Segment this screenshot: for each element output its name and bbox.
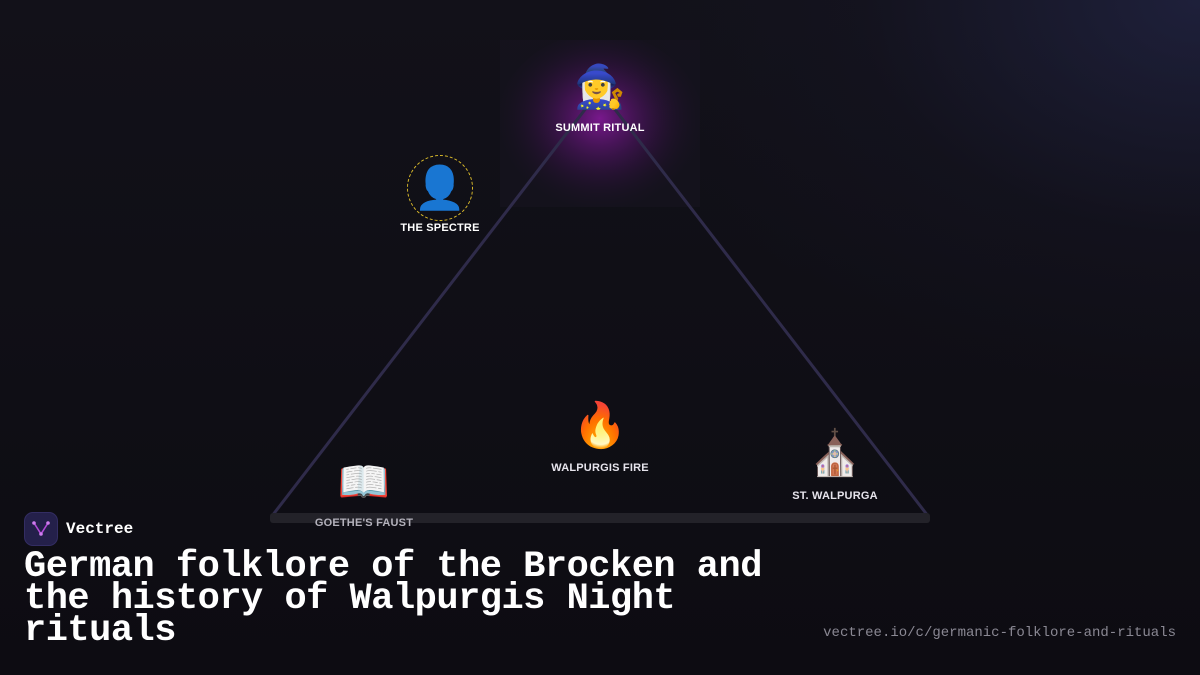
brand-name: Vectree <box>66 520 134 538</box>
fire-icon: 🔥 <box>572 401 628 450</box>
page-url: vectree.io/c/germanic-folklore-and-ritua… <box>823 625 1176 641</box>
pyramid-base <box>270 513 930 523</box>
open-book-icon: 📖 <box>337 458 391 505</box>
st-walpurga-node: ⛪ ST. WALPURGA <box>755 429 915 503</box>
goethes-faust-label: GOETHE'S FAUST <box>314 517 414 529</box>
church-icon: ⛪ <box>807 429 863 478</box>
walpurgis-fire-node: 🔥 WALPURGIS FIRE <box>520 401 680 475</box>
summit-ritual-label: SUMMIT RITUAL <box>555 122 645 134</box>
page-title: German folklore of the Brocken and the h… <box>24 546 762 652</box>
the-spectre-node: 👤 THE SPECTRE <box>360 155 520 234</box>
brand: Vectree <box>24 512 133 546</box>
spectre-ring: 👤 <box>407 155 473 221</box>
vectree-logo-icon <box>24 512 58 546</box>
pyramid-outline <box>270 88 930 517</box>
st-walpurga-label: ST. WALPURGA <box>792 490 878 502</box>
witch-icon: 🧙‍♀️ <box>573 63 627 110</box>
walpurgis-fire-label: WALPURGIS FIRE <box>551 462 649 474</box>
goethes-faust-node: 📖 GOETHE'S FAUST <box>284 458 444 530</box>
summit-glow <box>500 40 700 207</box>
the-spectre-label: THE SPECTRE <box>400 222 480 234</box>
summit-ritual-node: 🧙‍♀️ SUMMIT RITUAL <box>520 63 680 135</box>
silhouette-icon: 👤 <box>413 163 467 211</box>
